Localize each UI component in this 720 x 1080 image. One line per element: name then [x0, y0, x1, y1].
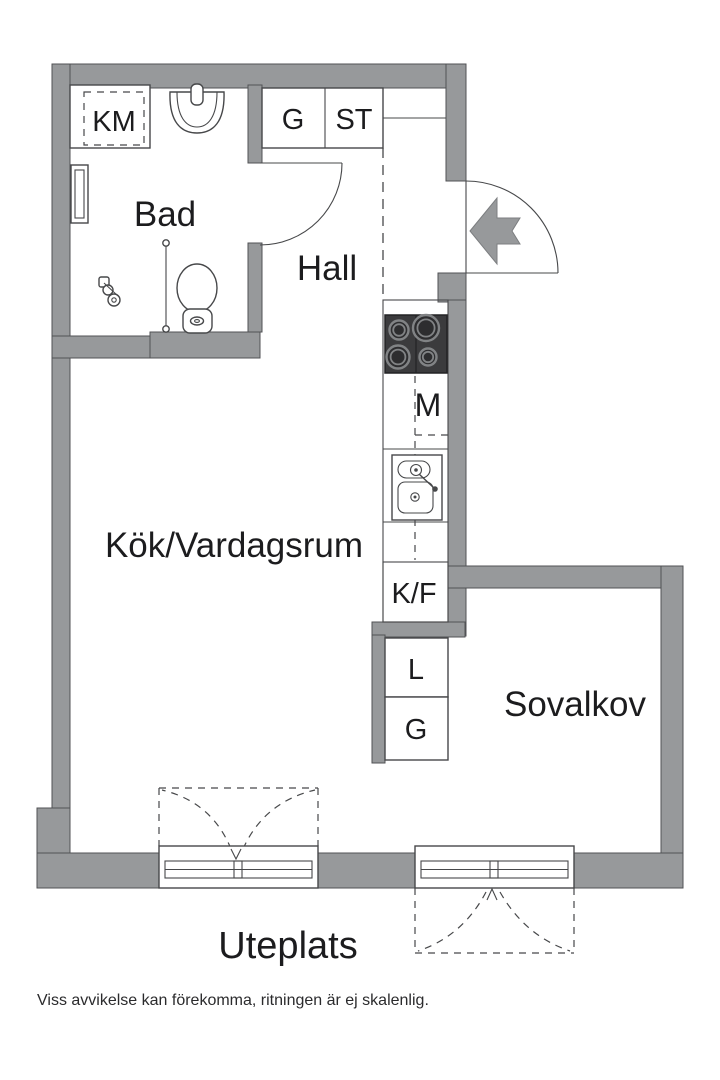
wall-left: [51, 63, 71, 811]
label-cleaning-closet: ST: [335, 104, 372, 136]
patio-door-kitchen-swing-right: [242, 789, 316, 850]
label-bathroom: Bad: [134, 195, 196, 234]
wardrobe-row-box: [261, 87, 384, 149]
wall-bottom: [36, 852, 684, 889]
radiator-icon: [70, 164, 89, 224]
sovalkov-cabinets: [384, 637, 449, 761]
patio-door-kitchen: [158, 787, 319, 889]
labels: KM G ST Bad Hall M Kök/Vardagsrum K/F L …: [37, 104, 647, 1009]
patio-door-kitchen-swing-left: [161, 789, 232, 850]
kitchen-sink-icon: [391, 454, 443, 521]
toilet-icon: [176, 263, 218, 334]
hall-cabinets: [261, 87, 446, 300]
label-kitchen-living: Kök/Vardagsrum: [105, 526, 363, 565]
bathroom-sink-faucet: [190, 83, 204, 106]
wardrobe-cabinet-box: [384, 696, 449, 761]
entrance-door: [465, 180, 559, 274]
stove-icon: [384, 313, 448, 374]
patio-door-sovalkov-swing-left: [417, 891, 487, 952]
label-sleeping-alcove: Sovalkov: [504, 685, 647, 724]
wall-top: [51, 63, 467, 89]
patio-door-sovalkov-a-mark: [486, 887, 498, 901]
shower-rail: [162, 239, 170, 333]
wall-bad-bottom-right: [149, 331, 261, 359]
linen-cabinet-box: [384, 637, 449, 698]
label-hall: Hall: [297, 249, 357, 288]
bathroom-sink-icon: [169, 91, 225, 134]
wall-bad-right-lower: [247, 242, 263, 333]
bathroom-door: [259, 162, 343, 246]
kitchen-counter: [382, 299, 449, 623]
label-microwave: M: [415, 387, 442, 423]
label-linen-cabinet: L: [408, 654, 424, 686]
patio-door-kitchen-frame: [158, 845, 319, 889]
wall-bad-bottom-left: [51, 335, 151, 359]
bathroom-sink-inner: [176, 91, 218, 128]
label-fridge-freezer: K/F: [391, 578, 436, 610]
label-wardrobe-sovalkov: G: [405, 714, 428, 746]
entrance-arrow-icon: [469, 196, 521, 266]
wall-entry-stub: [437, 272, 467, 303]
wall-right-above-entry: [445, 63, 467, 182]
patio-door-sovalkov-frame: [414, 845, 575, 889]
wall-left-step: [36, 807, 71, 855]
bathroom-door-swing-arc: [259, 162, 343, 246]
label-wardrobe-hall: G: [282, 104, 305, 136]
fridge-freezer-box: [382, 561, 449, 623]
wall-bad-right-upper: [247, 84, 263, 164]
disclaimer-text: Viss avvikelse kan förekomma, ritningen …: [37, 992, 429, 1009]
wall-sovalkov-right: [660, 565, 684, 854]
entrance-door-swing-arc: [465, 180, 559, 274]
wall-sovalkov-top: [447, 565, 684, 589]
shower-mixer-icon: [98, 276, 121, 307]
patio-door-kitchen-v-mark: [230, 848, 242, 861]
label-patio: Uteplats: [218, 925, 357, 967]
radiator-inner: [74, 169, 85, 219]
washing-machine-box: [69, 84, 151, 149]
label-washing-machine: KM: [92, 106, 136, 138]
patio-door-sovalkov-swing-right: [499, 891, 571, 952]
walls: [36, 63, 684, 889]
washing-machine-dashed-icon: [83, 91, 145, 146]
patio-door-sovalkov: [414, 845, 575, 954]
wall-kf-stub: [371, 621, 466, 638]
bathroom-fixtures: [69, 83, 225, 334]
wall-lg-back: [371, 634, 386, 764]
